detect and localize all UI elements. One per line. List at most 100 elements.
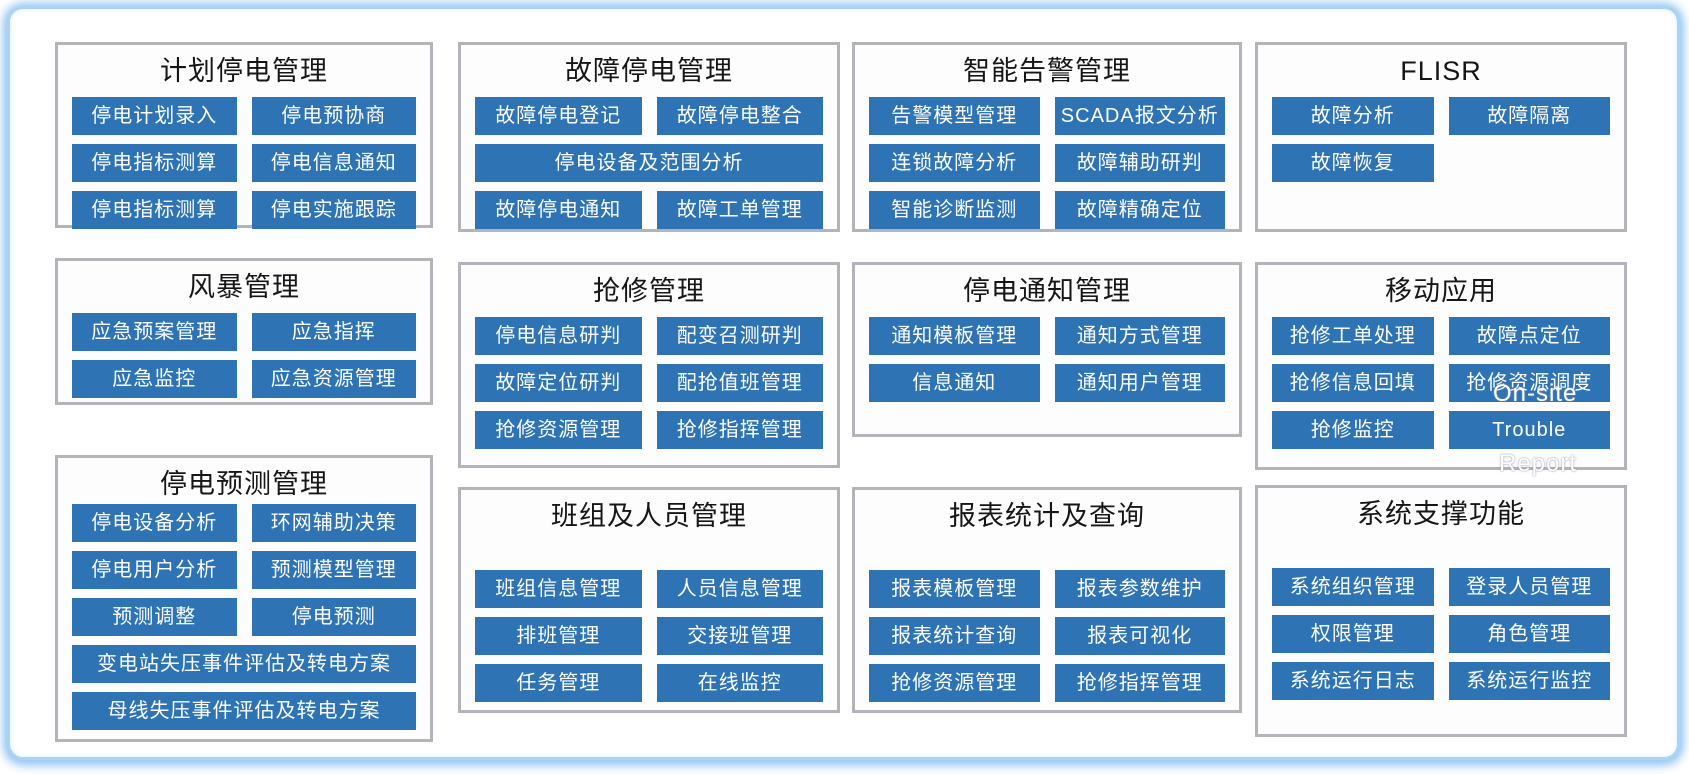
module-button[interactable]: 配变召测研判 bbox=[656, 317, 823, 355]
panel-title: 系统支撑功能 bbox=[1357, 499, 1525, 529]
module-button[interactable]: 系统组织管理 bbox=[1272, 568, 1434, 606]
module-button[interactable]: 权限管理 bbox=[1272, 615, 1434, 653]
panel-flisr: FLISR 故障分析故障隔离故障恢复 bbox=[1255, 42, 1627, 232]
module-button[interactable]: 故障停电整合 bbox=[656, 97, 823, 135]
module-button[interactable]: 抢修工单处理 bbox=[1272, 317, 1434, 355]
module-button[interactable]: Trouble bbox=[1448, 411, 1610, 449]
module-button[interactable]: 连锁故障分析 bbox=[869, 144, 1040, 182]
panel-title: 故障停电管理 bbox=[565, 56, 733, 86]
module-button[interactable]: 通知用户管理 bbox=[1054, 364, 1225, 402]
module-button[interactable]: 变电站失压事件评估及转电方案 bbox=[72, 645, 416, 683]
module-button[interactable]: 信息通知 bbox=[869, 364, 1040, 402]
module-button[interactable]: 抢修信息回填 bbox=[1272, 364, 1434, 402]
module-button[interactable]: 任务管理 bbox=[475, 664, 642, 702]
module-button[interactable]: 登录人员管理 bbox=[1448, 568, 1610, 606]
module-button[interactable]: 抢修指挥管理 bbox=[1054, 664, 1225, 702]
panel-planned-outage-mgmt: 计划停电管理停电计划录入停电预协商停电指标测算停电信息通知停电指标测算停电实施跟… bbox=[55, 42, 433, 229]
module-button[interactable]: 通知模板管理 bbox=[869, 317, 1040, 355]
module-button[interactable]: 停电设备及范围分析 bbox=[475, 144, 823, 182]
module-button[interactable]: 报表统计查询 bbox=[869, 617, 1040, 655]
module-button[interactable]: 故障停电登记 bbox=[475, 97, 642, 135]
module-button[interactable]: 抢修资源调度 bbox=[1448, 364, 1610, 402]
button-grid: 系统组织管理登录人员管理权限管理角色管理系统运行日志系统运行监控 bbox=[1272, 568, 1610, 700]
module-button[interactable]: 通知方式管理 bbox=[1054, 317, 1225, 355]
panel-repair-mgmt: 抢修管理停电信息研判配变召测研判故障定位研判配抢值班管理抢修资源管理抢修指挥管理 bbox=[458, 262, 840, 468]
module-button[interactable]: 停电用户分析 bbox=[72, 551, 237, 589]
button-grid: 通知模板管理通知方式管理信息通知通知用户管理 bbox=[869, 317, 1225, 402]
module-button[interactable]: 应急指挥 bbox=[251, 313, 416, 351]
panel-title: 停电预测管理 bbox=[160, 469, 328, 499]
module-button[interactable]: 抢修指挥管理 bbox=[656, 411, 823, 449]
module-button[interactable]: 应急预案管理 bbox=[72, 313, 237, 351]
button-grid: 故障分析故障隔离故障恢复 bbox=[1272, 97, 1610, 182]
panel-title: 班组及人员管理 bbox=[551, 501, 747, 531]
panel-title: 抢修管理 bbox=[593, 276, 705, 306]
module-button[interactable]: 故障工单管理 bbox=[656, 191, 823, 229]
panel-storm-mgmt: 风暴管理应急预案管理应急指挥应急监控应急资源管理 bbox=[55, 258, 433, 405]
module-button[interactable]: 交接班管理 bbox=[656, 617, 823, 655]
panel-title: 风暴管理 bbox=[188, 272, 300, 302]
module-button[interactable]: 停电预协商 bbox=[251, 97, 416, 135]
panel-title: 智能告警管理 bbox=[963, 56, 1131, 86]
module-button[interactable]: 抢修资源管理 bbox=[869, 664, 1040, 702]
module-button[interactable]: 故障隔离 bbox=[1448, 97, 1610, 135]
module-button[interactable]: 停电实施跟踪 bbox=[251, 191, 416, 229]
button-grid: 停电计划录入停电预协商停电指标测算停电信息通知停电指标测算停电实施跟踪 bbox=[72, 97, 416, 229]
module-button[interactable]: 停电指标测算 bbox=[72, 191, 237, 229]
panel-mobile-apps: 移动应用抢修工单处理故障点定位抢修信息回填抢修资源调度抢修监控 Trouble bbox=[1255, 262, 1627, 470]
panel-title: 报表统计及查询 bbox=[949, 501, 1145, 531]
panel-system-support: 系统支撑功能系统组织管理登录人员管理权限管理角色管理系统运行日志系统运行监控 bbox=[1255, 485, 1627, 737]
button-grid: 告警模型管理 SCADA报文分析连锁故障分析故障辅助研判智能诊断监测故障精确定位 bbox=[869, 97, 1225, 229]
module-button[interactable]: 停电计划录入 bbox=[72, 97, 237, 135]
module-button[interactable]: 停电设备分析 bbox=[72, 504, 237, 542]
module-button[interactable]: 故障恢复 bbox=[1272, 144, 1434, 182]
module-button[interactable]: 预测模型管理 bbox=[251, 551, 416, 589]
module-button[interactable]: 预测调整 bbox=[72, 598, 237, 636]
panel-fault-outage-mgmt: 故障停电管理故障停电登记故障停电整合停电设备及范围分析故障停电通知故障工单管理 bbox=[458, 42, 840, 232]
module-button[interactable]: 报表模板管理 bbox=[869, 570, 1040, 608]
module-button[interactable]: 抢修资源管理 bbox=[475, 411, 642, 449]
module-button[interactable]: 故障精确定位 bbox=[1054, 191, 1225, 229]
button-grid: 报表模板管理报表参数维护报表统计查询报表可视化抢修资源管理抢修指挥管理 bbox=[869, 570, 1225, 702]
module-button[interactable]: SCADA报文分析 bbox=[1054, 97, 1225, 135]
panel-title: FLISR bbox=[1400, 56, 1482, 86]
button-grid: 抢修工单处理故障点定位抢修信息回填抢修资源调度抢修监控 Trouble bbox=[1272, 317, 1610, 449]
module-button[interactable]: 系统运行监控 bbox=[1448, 662, 1610, 700]
module-button[interactable]: 故障分析 bbox=[1272, 97, 1434, 135]
module-button[interactable]: 智能诊断监测 bbox=[869, 191, 1040, 229]
module-button[interactable]: 排班管理 bbox=[475, 617, 642, 655]
module-button[interactable]: 应急监控 bbox=[72, 360, 237, 398]
module-button[interactable]: 告警模型管理 bbox=[869, 97, 1040, 135]
panel-outage-forecast-mgmt: 停电预测管理停电设备分析环网辅助决策停电用户分析预测模型管理预测调整停电预测变电… bbox=[55, 455, 433, 742]
module-button[interactable]: 报表参数维护 bbox=[1054, 570, 1225, 608]
module-button[interactable]: 班组信息管理 bbox=[475, 570, 642, 608]
module-button[interactable]: 母线失压事件评估及转电方案 bbox=[72, 692, 416, 730]
button-grid: 应急预案管理应急指挥应急监控应急资源管理 bbox=[72, 313, 416, 398]
module-button[interactable]: 系统运行日志 bbox=[1272, 662, 1434, 700]
button-grid: 班组信息管理人员信息管理排班管理交接班管理任务管理在线监控 bbox=[475, 570, 823, 702]
module-button[interactable]: 报表可视化 bbox=[1054, 617, 1225, 655]
module-button[interactable]: 环网辅助决策 bbox=[251, 504, 416, 542]
module-button[interactable]: 配抢值班管理 bbox=[656, 364, 823, 402]
module-button[interactable]: 故障点定位 bbox=[1448, 317, 1610, 355]
panel-title: 移动应用 bbox=[1385, 276, 1497, 306]
panel-outage-notice-mgmt: 停电通知管理通知模板管理通知方式管理信息通知通知用户管理 bbox=[852, 262, 1242, 437]
module-button[interactable]: 应急资源管理 bbox=[251, 360, 416, 398]
module-button[interactable]: 停电预测 bbox=[251, 598, 416, 636]
module-button[interactable]: 人员信息管理 bbox=[656, 570, 823, 608]
module-button[interactable]: 故障定位研判 bbox=[475, 364, 642, 402]
panel-title: 停电通知管理 bbox=[963, 276, 1131, 306]
button-grid: 停电信息研判配变召测研判故障定位研判配抢值班管理抢修资源管理抢修指挥管理 bbox=[475, 317, 823, 449]
module-button[interactable]: 故障辅助研判 bbox=[1054, 144, 1225, 182]
panel-title: 计划停电管理 bbox=[160, 56, 328, 86]
module-button[interactable]: 停电信息研判 bbox=[475, 317, 642, 355]
module-button[interactable]: 角色管理 bbox=[1448, 615, 1610, 653]
module-button[interactable]: 停电指标测算 bbox=[72, 144, 237, 182]
module-button[interactable]: 停电信息通知 bbox=[251, 144, 416, 182]
panel-smart-alarm-mgmt: 智能告警管理告警模型管理 SCADA报文分析连锁故障分析故障辅助研判智能诊断监测故… bbox=[852, 42, 1242, 232]
module-button[interactable]: 抢修监控 bbox=[1272, 411, 1434, 449]
module-button[interactable]: 故障停电通知 bbox=[475, 191, 642, 229]
module-button[interactable]: 在线监控 bbox=[656, 664, 823, 702]
button-grid: 故障停电登记故障停电整合停电设备及范围分析故障停电通知故障工单管理 bbox=[475, 97, 823, 229]
